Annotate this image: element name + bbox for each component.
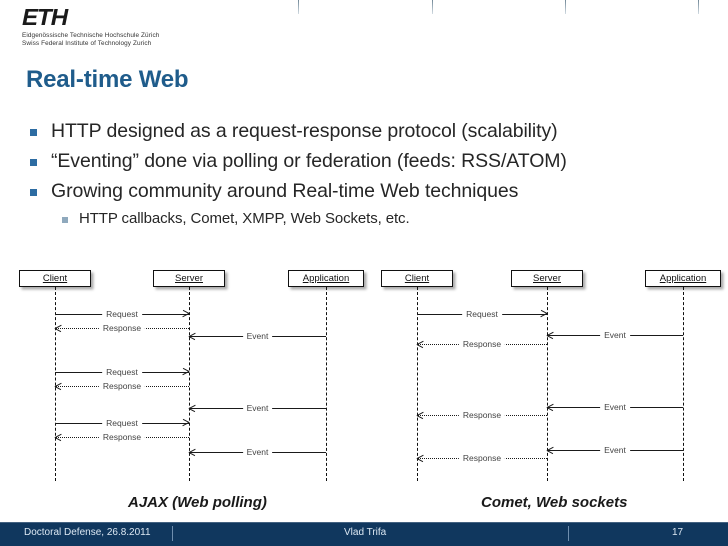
list-item: HTTP designed as a request-response prot… [30,120,710,143]
message-request: Request [55,417,190,429]
message-event: Event [188,330,326,342]
message-label: Event [600,444,630,456]
lifeline-box-server: Server [153,270,225,287]
message-label: Request [102,308,142,320]
message-label: Request [102,366,142,378]
lifeline-client [417,287,418,481]
slide-footer: Doctoral Defense, 26.8.2011 Vlad Trifa 1… [0,522,728,546]
message-event: Event [546,329,683,341]
lifeline-box-application: Application [645,270,721,287]
message-response: Response [416,409,547,421]
message-label: Request [462,308,502,320]
lifeline-box-server: Server [511,270,583,287]
message-response: Response [416,452,547,464]
lifeline-label: Server [533,273,561,284]
lifeline-label: Client [42,273,68,284]
message-label: Event [242,402,273,414]
lifeline-box-application: Application [288,270,364,287]
list-item-label: HTTP callbacks, Comet, XMPP, Web Sockets… [79,210,410,227]
message-label: Response [98,380,146,392]
diagram-caption-comet: Comet, Web sockets [481,494,628,511]
list-item-label: “Eventing” done via polling or federatio… [51,150,567,172]
list-item: Growing community around Real-time Web t… [30,180,710,203]
message-response: Response [54,322,189,334]
message-response: Response [416,338,547,350]
sequence-diagram-ajax: Client Server Application Request Respon… [14,266,366,481]
guide-tick [698,0,699,14]
eth-logo-mark: ETH [22,4,68,30]
sequence-diagram-comet: Client Server Application Request Event … [376,266,721,481]
message-label: Event [242,446,273,458]
bullet-square-icon [30,159,37,166]
message-event: Event [188,446,326,458]
eth-logo: ETH Eidgenössische Technische Hochschule… [22,6,159,48]
message-request: Request [55,366,190,378]
message-request: Request [417,308,548,320]
eth-logo-line-en: Swiss Federal Institute of Technology Zu… [22,40,152,48]
message-event: Event [188,402,326,414]
list-item-label: Growing community around Real-time Web t… [51,180,519,202]
bullet-square-icon [30,129,37,136]
list-item-sub: HTTP callbacks, Comet, XMPP, Web Sockets… [62,210,710,228]
message-event: Event [546,444,683,456]
message-label: Response [458,409,506,421]
lifeline-client [55,287,56,481]
lifeline-label: Client [404,273,430,284]
guide-tick [298,0,299,14]
footer-separator [568,526,569,541]
lifeline-box-client: Client [381,270,453,287]
message-label: Event [600,329,630,341]
bullet-list: HTTP designed as a request-response prot… [30,120,710,235]
footer-event-label: Doctoral Defense, 26.8.2011 [24,527,151,538]
message-response: Response [54,380,189,392]
sequence-diagrams: Client Server Application Request Respon… [0,266,728,481]
footer-author-label: Vlad Trifa [344,527,387,538]
lifeline-label: Application [659,273,707,284]
bullet-square-icon [62,217,68,223]
diagram-caption-ajax: AJAX (Web polling) [128,494,267,511]
page-title: Real-time Web [26,66,189,93]
list-item: “Eventing” done via polling or federatio… [30,150,710,173]
message-label: Event [242,330,273,342]
message-label: Response [458,338,506,350]
guide-tick [565,0,566,14]
message-event: Event [546,401,683,413]
lifeline-server [189,287,190,481]
lifeline-box-client: Client [19,270,91,287]
lifeline-server [547,287,548,481]
list-item-label: HTTP designed as a request-response prot… [51,120,558,142]
message-label: Response [98,322,146,334]
message-label: Response [98,431,146,443]
lifeline-label: Application [302,273,350,284]
lifeline-application [326,287,327,481]
guide-tick [432,0,433,14]
lifeline-application [683,287,684,481]
message-label: Request [102,417,142,429]
footer-separator [172,526,173,541]
message-label: Event [600,401,630,413]
message-request: Request [55,308,190,320]
footer-page-number: 17 [672,527,684,538]
message-label: Response [458,452,506,464]
eth-logo-line-de: Eidgenössische Technische Hochschule Zür… [22,32,160,39]
message-response: Response [54,431,189,443]
bullet-square-icon [30,189,37,196]
lifeline-label: Server [175,273,203,284]
